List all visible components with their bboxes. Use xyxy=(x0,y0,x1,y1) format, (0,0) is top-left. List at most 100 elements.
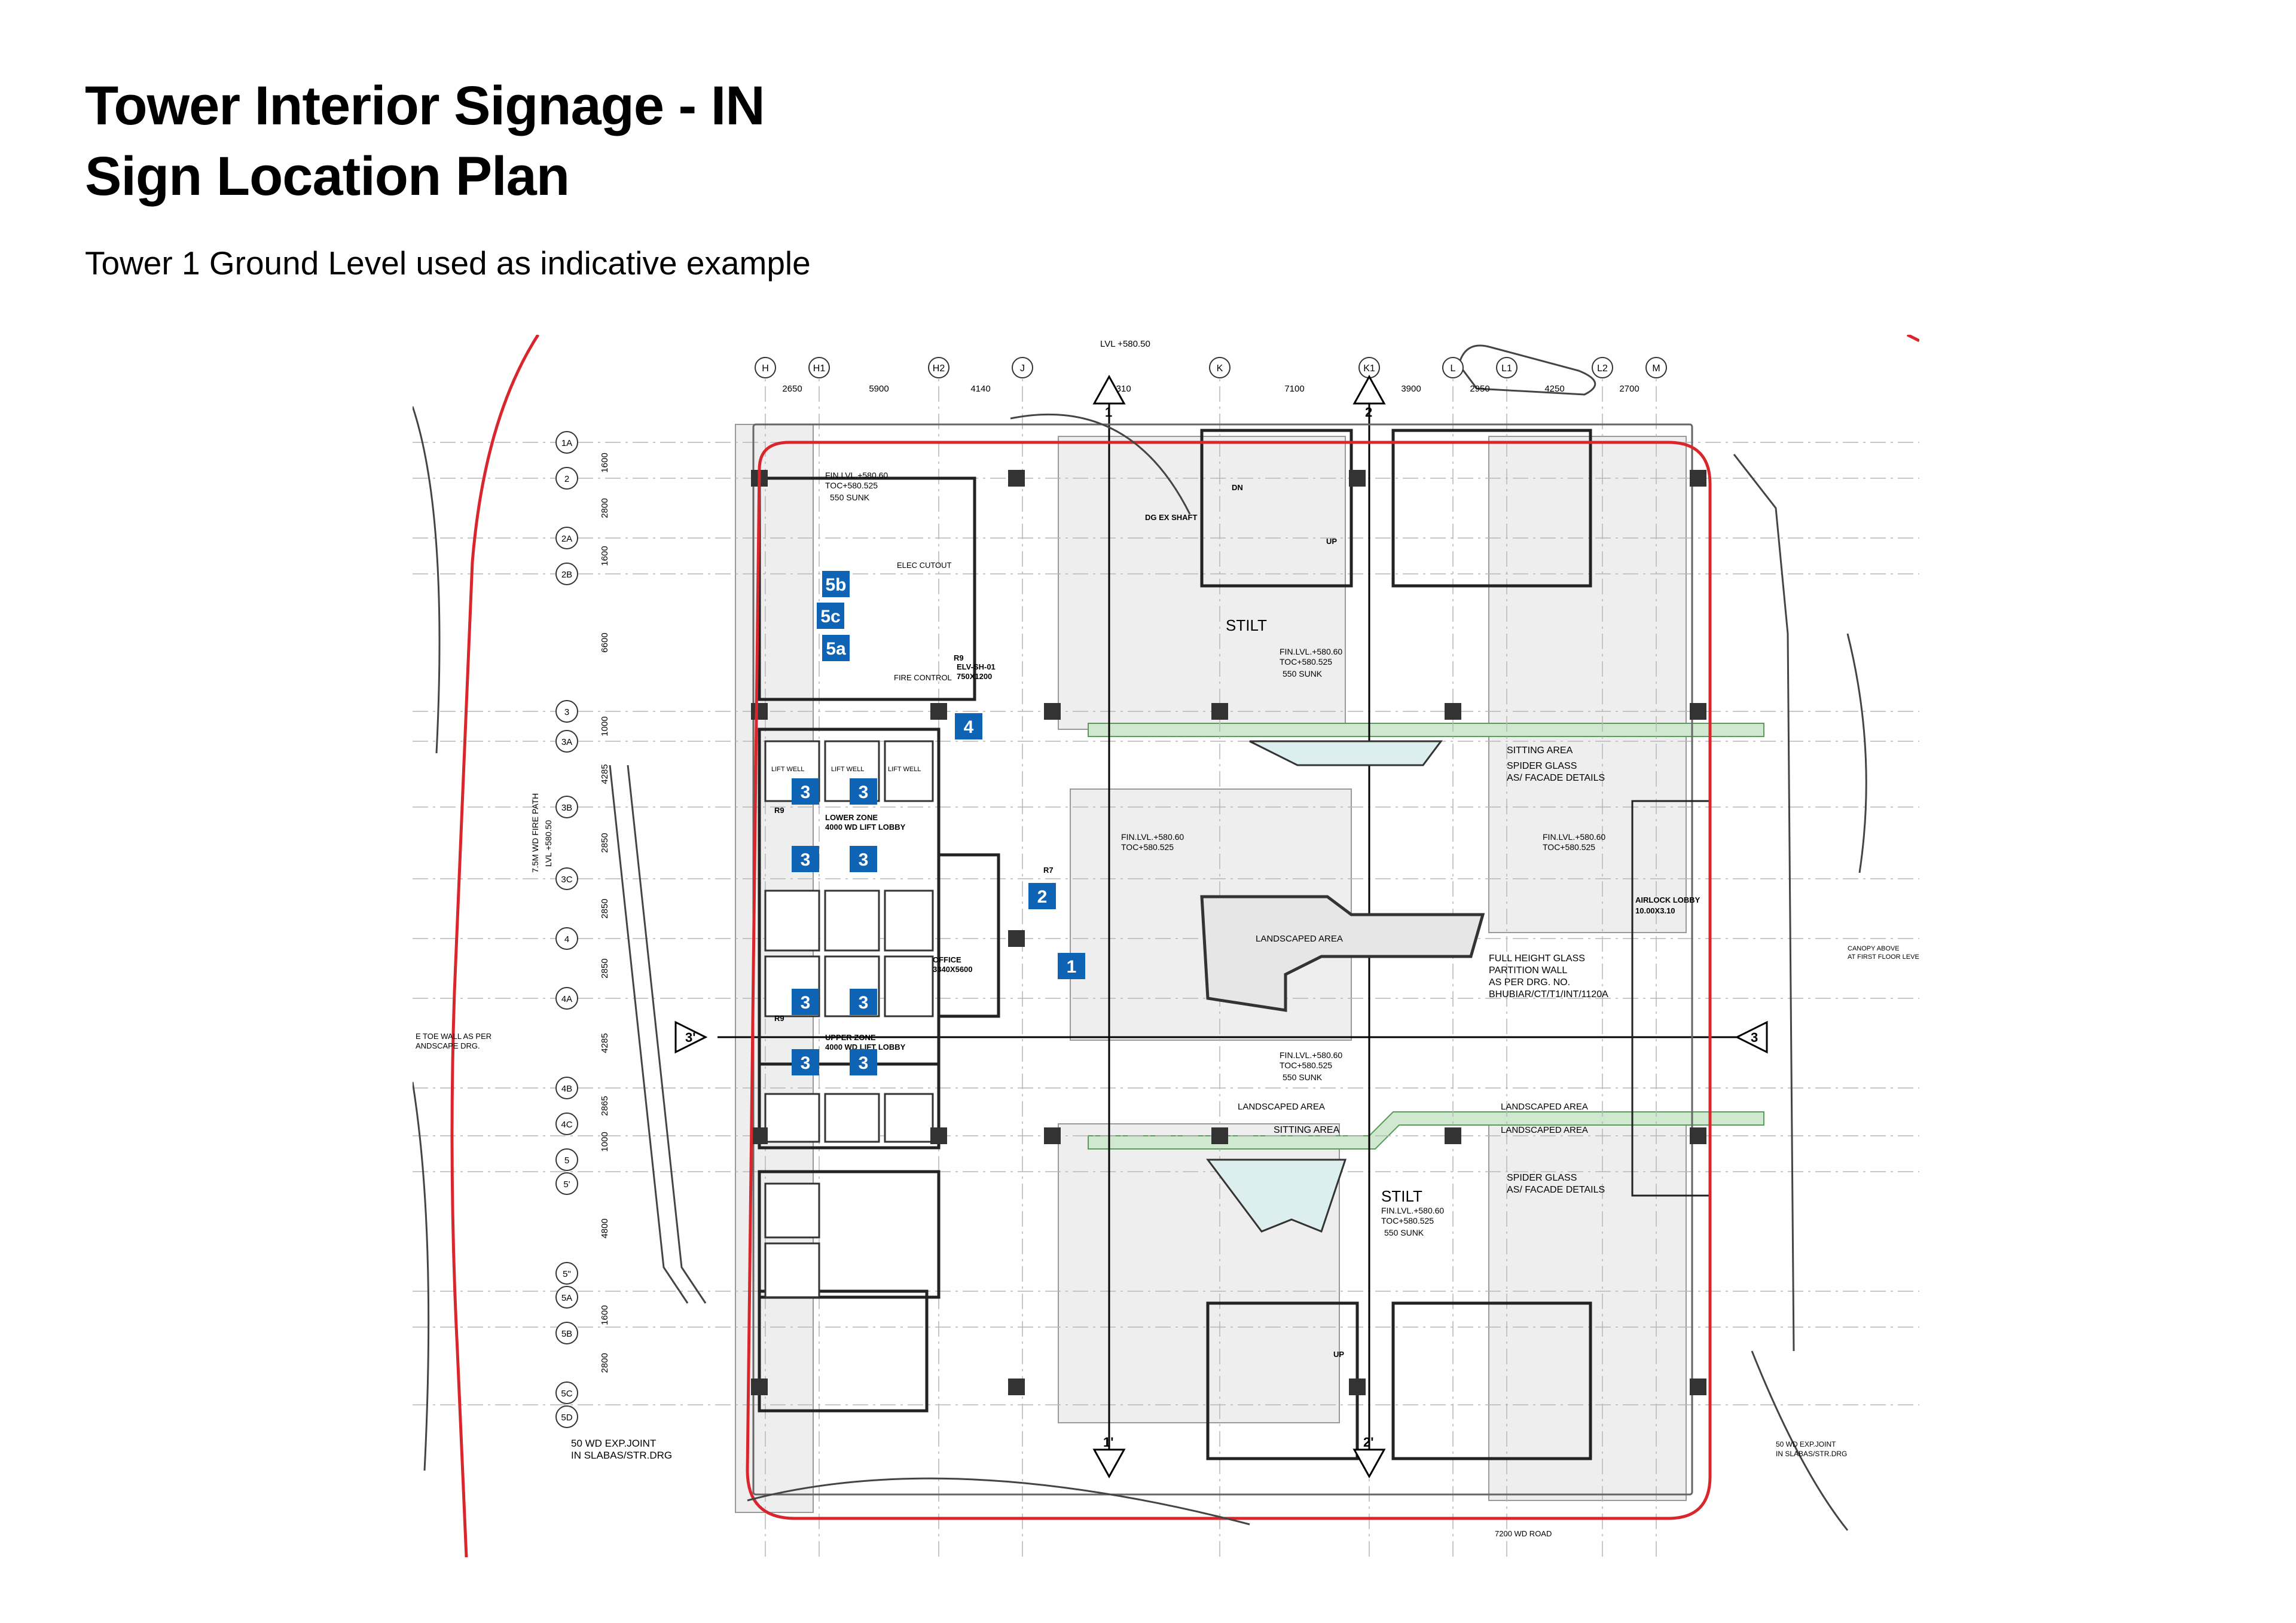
svg-text:5': 5' xyxy=(563,1179,570,1190)
title-line-1: Tower Interior Signage - IN xyxy=(85,75,765,136)
svg-text:SITTING AREA: SITTING AREA xyxy=(1274,1125,1340,1135)
grid-label-j: J xyxy=(1020,363,1025,374)
svg-text:3A: 3A xyxy=(561,737,572,747)
page-title: Tower Interior Signage - IN Sign Locatio… xyxy=(85,71,765,212)
svg-text:2800: 2800 xyxy=(600,498,610,518)
row-grid-bubbles xyxy=(555,431,578,1428)
svg-text:TOC+580.525: TOC+580.525 xyxy=(1121,842,1174,852)
svg-text:LIFT WELL: LIFT WELL xyxy=(771,766,804,773)
svg-text:2950: 2950 xyxy=(1470,384,1489,394)
svg-text:550 SUNK: 550 SUNK xyxy=(830,493,870,502)
svg-text:50 WD EXP.JOINT: 50 WD EXP.JOINT xyxy=(1776,1440,1836,1448)
svg-text:5900: 5900 xyxy=(869,384,889,394)
svg-text:SITTING AREA: SITTING AREA xyxy=(1507,745,1573,756)
svg-text:4: 4 xyxy=(964,717,974,737)
landscaped-island xyxy=(1200,740,1485,1233)
svg-text:6600: 6600 xyxy=(600,632,610,652)
svg-text:3B: 3B xyxy=(561,803,572,813)
svg-text:2700: 2700 xyxy=(1619,384,1639,394)
svg-text:4285: 4285 xyxy=(600,764,610,784)
sign-marker-5b: 5b xyxy=(822,571,850,597)
svg-text:5B: 5B xyxy=(561,1329,572,1339)
svg-text:4000 WD LIFT LOBBY: 4000 WD LIFT LOBBY xyxy=(825,823,906,832)
svg-text:5D: 5D xyxy=(561,1413,572,1423)
sign-marker-5a: 5a xyxy=(822,635,850,661)
column-dimensions: 2650 5900 4140 9310 7100 3900 2950 4250 … xyxy=(782,384,1639,394)
svg-text:3: 3 xyxy=(564,707,569,717)
svg-text:3900: 3900 xyxy=(1401,384,1421,394)
svg-text:3C: 3C xyxy=(561,875,572,885)
sign-marker-4: 4 xyxy=(955,713,982,739)
svg-text:AS/ FACADE DETAILS: AS/ FACADE DETAILS xyxy=(1507,773,1605,783)
svg-text:3: 3 xyxy=(801,850,811,870)
svg-text:TOC+580.525: TOC+580.525 xyxy=(1543,842,1595,852)
sign-marker-3: 3 xyxy=(850,1049,877,1075)
sign-marker-3: 3 xyxy=(792,846,819,872)
svg-text:DG EX SHAFT: DG EX SHAFT xyxy=(1145,513,1197,522)
row-grid-labels: 1A 2 2A 2B 3 3A 3B 3C 4 4A 4B 4C 5 5' 5"… xyxy=(561,438,572,1423)
svg-text:LANDSCAPED AREA: LANDSCAPED AREA xyxy=(1501,1125,1588,1135)
label-stilt-lower: STILT xyxy=(1381,1187,1422,1205)
svg-text:R9: R9 xyxy=(954,653,964,662)
svg-text:3: 3 xyxy=(801,993,811,1013)
svg-text:4285: 4285 xyxy=(600,1033,610,1053)
svg-text:2: 2 xyxy=(564,474,569,484)
svg-text:3: 3 xyxy=(801,1053,811,1073)
column-grid-labels: H H1 H2 J K K1 L L1 L2 M xyxy=(762,363,1660,374)
svg-text:FIN.LVL.+580.60: FIN.LVL.+580.60 xyxy=(1280,1050,1342,1060)
svg-text:UP: UP xyxy=(1333,1350,1344,1359)
svg-text:2: 2 xyxy=(1037,887,1048,907)
grid-label-k1: K1 xyxy=(1363,363,1375,374)
sign-marker-3: 3 xyxy=(792,1049,819,1075)
svg-text:DN: DN xyxy=(1232,483,1243,492)
svg-text:3340X5600: 3340X5600 xyxy=(933,965,973,974)
svg-text:5A: 5A xyxy=(561,1293,572,1303)
page-subtitle: Tower 1 Ground Level used as indicative … xyxy=(85,244,811,282)
svg-text:LIFT WELL: LIFT WELL xyxy=(831,766,864,773)
svg-text:4250: 4250 xyxy=(1544,384,1564,394)
svg-text:2800: 2800 xyxy=(600,1353,610,1373)
svg-text:750X1200: 750X1200 xyxy=(957,672,992,681)
svg-text:550 SUNK: 550 SUNK xyxy=(1283,1072,1323,1082)
svg-text:5b: 5b xyxy=(825,575,846,595)
grid-label-l2: L2 xyxy=(1597,363,1608,374)
svg-text:AS PER DRG. NO.: AS PER DRG. NO. xyxy=(1489,977,1570,988)
svg-text:OFFICE: OFFICE xyxy=(933,955,961,964)
svg-text:1': 1' xyxy=(1103,1435,1113,1450)
grid-label-l: L xyxy=(1451,363,1456,374)
grid-label-h1: H1 xyxy=(813,363,826,374)
svg-text:4B: 4B xyxy=(561,1084,572,1094)
svg-text:ANDSCAPE DRG.: ANDSCAPE DRG. xyxy=(416,1041,480,1050)
svg-text:7200 WD ROAD: 7200 WD ROAD xyxy=(1495,1529,1552,1538)
svg-text:3: 3 xyxy=(859,850,869,870)
svg-text:UPPER ZONE: UPPER ZONE xyxy=(825,1033,876,1042)
svg-text:R9: R9 xyxy=(774,1014,784,1023)
svg-text:LANDSCAPED AREA: LANDSCAPED AREA xyxy=(1501,1102,1588,1112)
svg-text:3: 3 xyxy=(859,1053,869,1073)
svg-text:1600: 1600 xyxy=(600,546,610,566)
svg-text:TOC+580.525: TOC+580.525 xyxy=(825,481,878,490)
grid-label-h2: H2 xyxy=(933,363,945,374)
svg-text:1600: 1600 xyxy=(600,1305,610,1325)
svg-text:4800: 4800 xyxy=(600,1218,610,1238)
site-curves xyxy=(413,344,1867,1531)
svg-text:2850: 2850 xyxy=(600,958,610,978)
svg-text:5": 5" xyxy=(563,1269,571,1279)
svg-text:2A: 2A xyxy=(561,534,572,544)
svg-text:IN SLABAS/STR.DRG: IN SLABAS/STR.DRG xyxy=(571,1450,672,1461)
svg-text:E TOE WALL AS PER: E TOE WALL AS PER xyxy=(416,1032,491,1041)
svg-text:FIN.LVL.+580.60: FIN.LVL.+580.60 xyxy=(1280,647,1342,656)
svg-text:3: 3 xyxy=(801,783,811,802)
svg-text:4: 4 xyxy=(564,934,569,945)
svg-text:1000: 1000 xyxy=(600,1132,610,1151)
svg-text:1600: 1600 xyxy=(600,453,610,472)
sign-marker-3: 3 xyxy=(850,846,877,872)
sign-marker-5c: 5c xyxy=(817,603,844,629)
svg-text:LOWER ZONE: LOWER ZONE xyxy=(825,813,878,822)
svg-text:2850: 2850 xyxy=(600,898,610,918)
svg-text:FIN.LVL.+580.60: FIN.LVL.+580.60 xyxy=(825,470,888,480)
svg-text:AS/ FACADE DETAILS: AS/ FACADE DETAILS xyxy=(1507,1185,1605,1195)
svg-text:5: 5 xyxy=(564,1156,569,1166)
sign-marker-3: 3 xyxy=(850,989,877,1015)
site-boundary xyxy=(450,335,1919,1557)
